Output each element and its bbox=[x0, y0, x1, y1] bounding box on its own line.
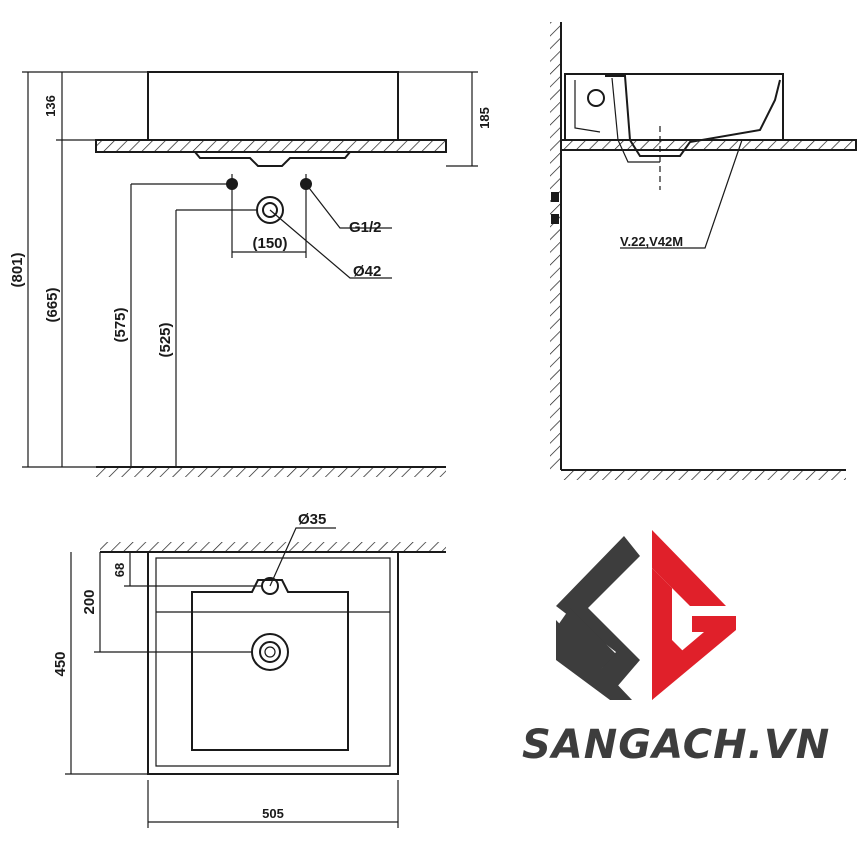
top-drain-icon bbox=[251, 633, 289, 671]
dim-525: (525) bbox=[157, 322, 174, 357]
label-d42: Ø42 bbox=[353, 263, 381, 280]
drain-outline bbox=[194, 151, 351, 167]
counter-slab bbox=[95, 139, 447, 153]
waste-outlet-icon bbox=[256, 196, 284, 224]
dim-136: 136 bbox=[43, 95, 58, 117]
logo-s-shape bbox=[556, 536, 640, 688]
brand-text: SANGACH.VN bbox=[522, 722, 830, 768]
dim-35: Ø35 bbox=[298, 511, 326, 528]
label-g12: G1/2 bbox=[349, 219, 382, 236]
side-label: V.22,V42M bbox=[620, 234, 683, 249]
dim-200: 200 bbox=[81, 589, 98, 614]
dim-801: (801) bbox=[9, 252, 26, 287]
side-view: V.22,V42M bbox=[550, 22, 857, 480]
basin-bowl bbox=[147, 71, 399, 141]
tap-hole-icon bbox=[587, 89, 605, 107]
dim-665: (665) bbox=[44, 287, 61, 322]
dim-450: 450 bbox=[52, 651, 69, 676]
dim-68: 68 bbox=[112, 563, 127, 577]
dim-185: 185 bbox=[477, 107, 492, 129]
brand-logo: SANGACH.VN bbox=[522, 530, 830, 768]
side-basin bbox=[564, 73, 784, 140]
floor-hatch bbox=[96, 467, 446, 477]
logo-g-shape bbox=[652, 530, 726, 606]
dim-575: (575) bbox=[112, 307, 129, 342]
side-counter bbox=[560, 139, 857, 151]
front-view: 136 185 (801) (665) (575) (525) (150) G1… bbox=[9, 71, 492, 477]
top-bowl bbox=[191, 579, 349, 751]
dim-150: (150) bbox=[252, 235, 287, 252]
dim-505: 505 bbox=[262, 806, 284, 821]
top-view: Ø35 68 200 450 505 bbox=[52, 511, 446, 828]
top-basin-outer bbox=[147, 551, 399, 775]
